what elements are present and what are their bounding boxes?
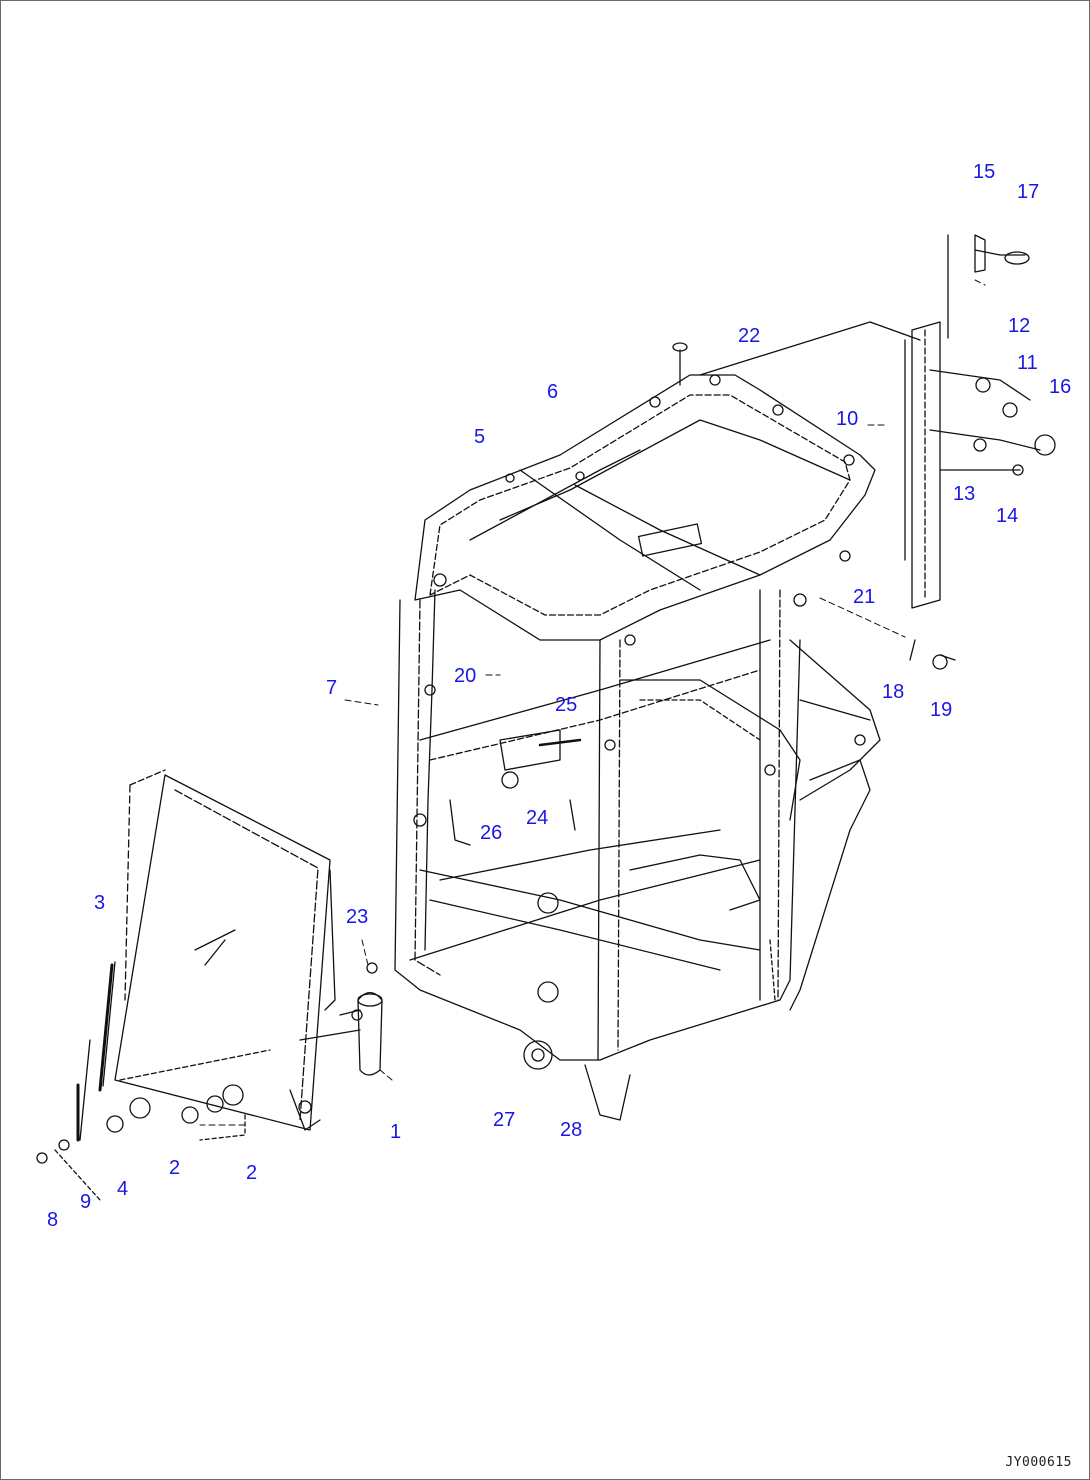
callout-19: 19 [930, 699, 953, 721]
callout-12: 12 [1008, 315, 1031, 337]
callout-1: 1 [390, 1121, 402, 1143]
rear-side-panel [904, 234, 1056, 609]
callout-24: 24 [526, 807, 549, 829]
callout-21: 21 [853, 586, 876, 608]
small-hardware [672, 342, 956, 670]
callout-9: 9 [80, 1191, 92, 1213]
callout-5: 5 [474, 426, 486, 448]
callout-6: 6 [547, 381, 559, 403]
callout-3: 3 [94, 892, 106, 914]
callout-11: 11 [1017, 352, 1038, 374]
cab-body-frame [394, 573, 881, 1121]
callout-4: 4 [117, 1178, 129, 1200]
cab-door [106, 769, 361, 1141]
callout-27: 27 [493, 1109, 516, 1131]
callout-25: 25 [555, 694, 578, 716]
callout-26: 26 [480, 822, 503, 844]
door-gas-spring [36, 961, 116, 1201]
cab-roof-frame [414, 321, 921, 641]
callout-2: 2 [169, 1157, 181, 1179]
callout-15: 15 [973, 161, 996, 183]
callout-13: 13 [953, 483, 976, 505]
callout-7: 7 [326, 677, 338, 699]
figure-code: JY000615 [1005, 1455, 1072, 1470]
callout-8: 8 [47, 1209, 59, 1231]
callout-14: 14 [996, 505, 1019, 527]
callout-17: 17 [1017, 181, 1040, 203]
door-lock-assembly [339, 962, 383, 1076]
callout-20: 20 [454, 665, 477, 687]
callout-16: 16 [1049, 376, 1072, 398]
callout-18: 18 [882, 681, 905, 703]
leader-lines [199, 279, 986, 1126]
callout-23: 23 [346, 906, 369, 928]
callout-28: 28 [560, 1119, 583, 1141]
callout-2: 2 [246, 1162, 258, 1184]
callout-22: 22 [738, 325, 761, 347]
callout-10: 10 [836, 408, 859, 430]
